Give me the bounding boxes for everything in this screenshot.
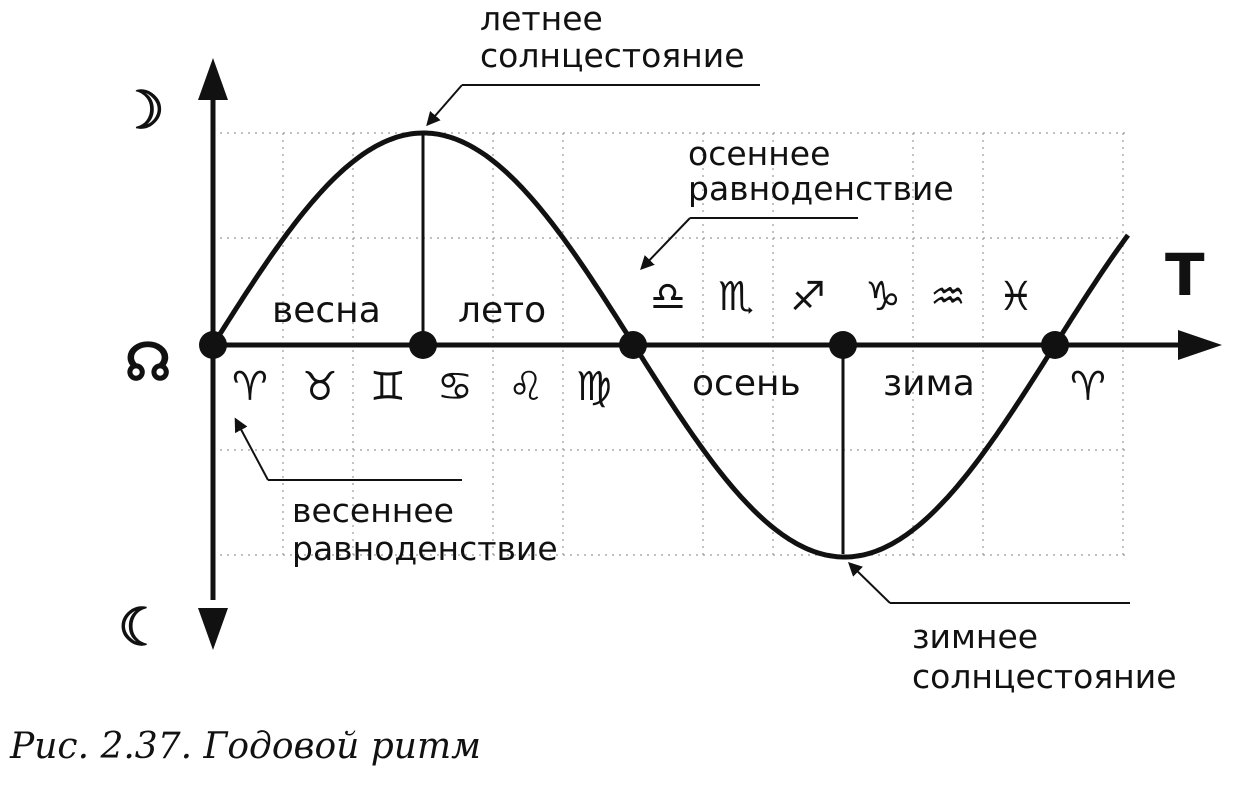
zodiac-pisces-icon: ♓: [998, 274, 1034, 320]
time-axis-label: T: [1165, 241, 1205, 309]
zodiac-taurus-icon: ♉: [302, 364, 338, 410]
winter-solstice-point: [829, 331, 857, 359]
moon-bottom-icon: ☾: [118, 597, 165, 658]
summer-solstice-label-line2: солнцестояние: [480, 36, 745, 75]
moon-node-icon: ☊: [125, 332, 171, 393]
zodiac-sagittarius-icon: ♐: [790, 274, 826, 320]
zodiac-cancer-icon: ♋: [437, 364, 473, 410]
background-grid: [213, 132, 1130, 556]
zodiac-aries-icon: ♈: [232, 364, 268, 410]
vertical-axis-arrow-up: [198, 58, 228, 100]
summer-solstice-pointer: [426, 84, 463, 127]
autumn-equinox-label-line1: осеннее: [688, 134, 830, 173]
summer-solstice-label-line1: летнее: [480, 0, 603, 38]
spring-equinox-point: [199, 331, 227, 359]
spring-equinox-pointer: [234, 417, 269, 481]
zodiac-leo-icon: ♌: [508, 364, 544, 410]
winter-solstice-label-line2: солнцестояние: [912, 657, 1177, 696]
zodiac-virgo-icon: ♍: [576, 364, 612, 410]
sine-curve: [210, 130, 1131, 560]
time-axis-arrow: [1178, 330, 1222, 360]
winter-solstice-label-line1: зимнее: [912, 617, 1038, 656]
autumn-equinox-pointer: [640, 217, 691, 271]
zodiac-gemini-icon: ♊: [370, 364, 406, 410]
zodiac-aquarius-icon: ♒: [930, 274, 966, 320]
autumn-equinox-label-line2: равноденствие: [688, 169, 954, 208]
summer-solstice-point: [409, 331, 437, 359]
autumn-equinox-point: [619, 331, 647, 359]
zodiac-aries-final-icon: ♈: [1070, 364, 1106, 410]
spring-equinox-label-line2: равноденствие: [292, 529, 558, 568]
zodiac-libra-icon: ♎: [650, 274, 686, 320]
season-autumn-label: осень: [692, 363, 801, 404]
moon-top-icon: ☽: [118, 80, 165, 141]
season-summer-label: лето: [458, 290, 546, 331]
zodiac-capricorn-icon: ♑: [865, 274, 901, 320]
season-spring-label: весна: [272, 290, 381, 331]
figure-caption: Рис. 2.37. Годовой ритм: [9, 726, 481, 767]
winter-solstice-pointer: [847, 562, 891, 604]
vertical-axis-arrow-down: [198, 608, 228, 650]
next-spring-equinox-point: [1041, 331, 1069, 359]
season-winter-label: зима: [883, 363, 975, 404]
zodiac-scorpio-icon: ♏: [718, 274, 754, 320]
spring-equinox-label-line1: весеннее: [292, 491, 454, 530]
